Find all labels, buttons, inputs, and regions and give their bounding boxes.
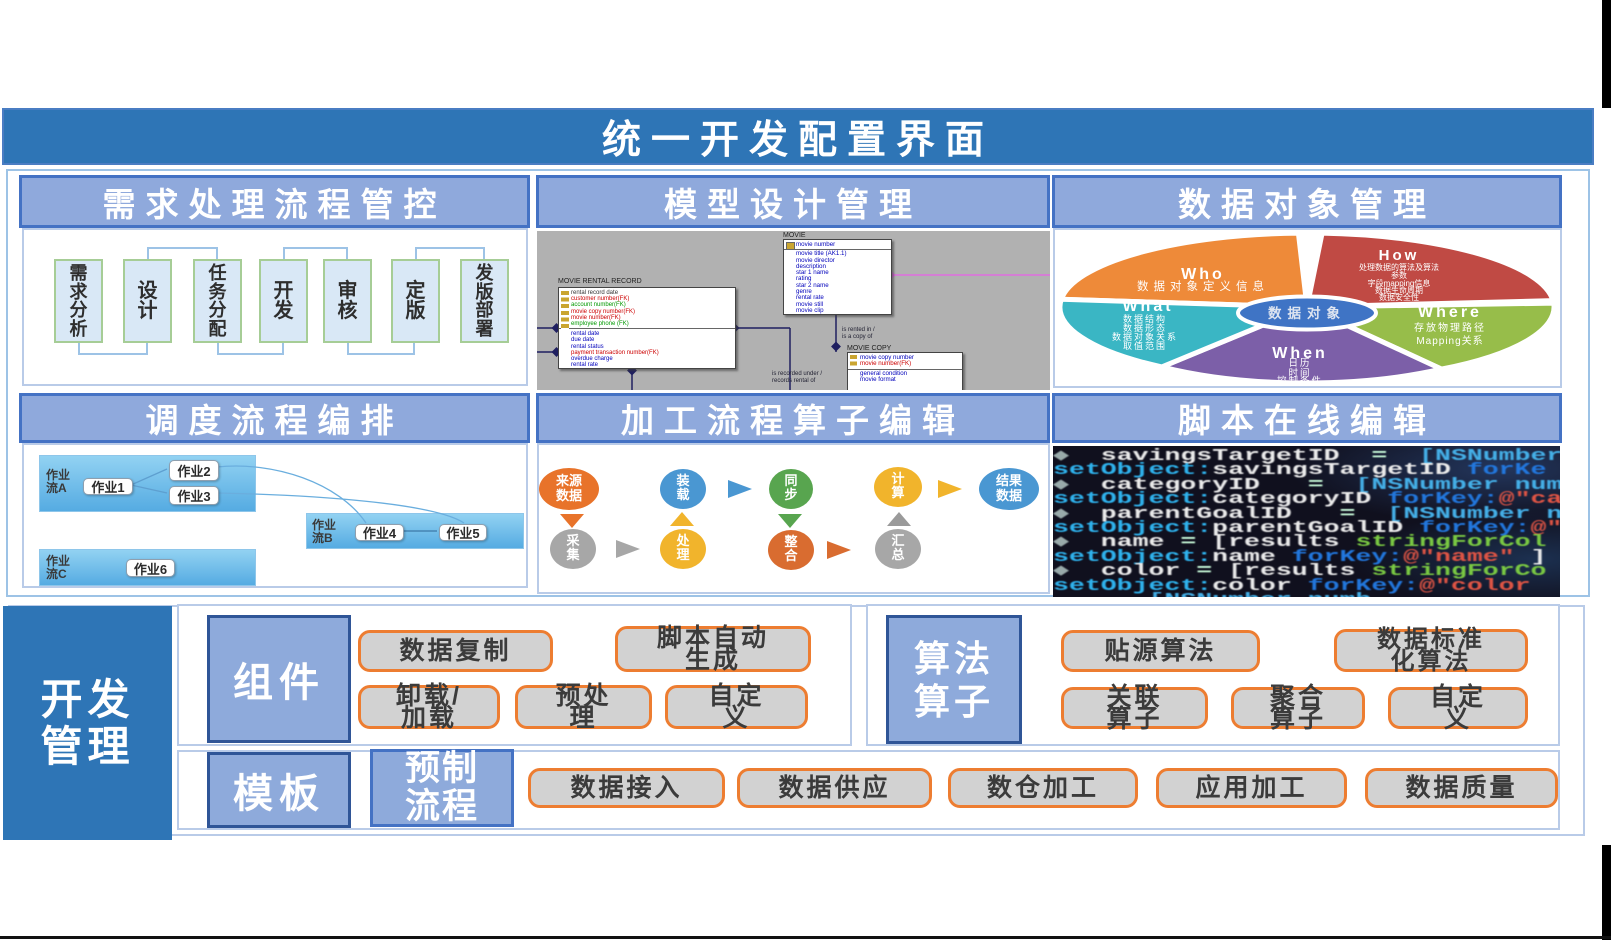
svg-text:时间: 时间 [1288, 367, 1311, 379]
svg-text:How: How [1379, 247, 1420, 264]
svg-text:载: 载 [676, 487, 689, 502]
svg-text:数据对象关系: 数据对象关系 [1112, 331, 1178, 342]
svg-text:数据: 数据 [556, 488, 582, 503]
svg-text:合: 合 [784, 548, 798, 563]
svg-text:计: 计 [891, 471, 904, 486]
svg-text:数据对象: 数据对象 [1268, 305, 1346, 321]
svg-text:records rental of: records rental of [772, 378, 816, 384]
svg-text:数据: 数据 [996, 488, 1022, 503]
svg-text:is a copy of: is a copy of [842, 334, 873, 340]
svg-text:理: 理 [676, 547, 689, 562]
svg-text:Where: Where [1418, 304, 1482, 321]
svg-text:参数: 参数 [1391, 270, 1407, 280]
svg-text:日历: 日历 [1288, 358, 1311, 369]
svg-text:集: 集 [565, 547, 580, 562]
svg-text:总: 总 [891, 547, 904, 562]
svg-text:Who: Who [1181, 266, 1225, 283]
svg-text:取值范围: 取值范围 [1123, 340, 1167, 351]
svg-text:数据生命周期: 数据生命周期 [1375, 285, 1423, 295]
svg-text:数据形态: 数据形态 [1123, 322, 1167, 333]
svg-text:数据结构: 数据结构 [1123, 313, 1167, 324]
svg-text:What: What [1122, 298, 1173, 315]
svg-text:When: When [1272, 345, 1328, 362]
svg-text:控制条件: 控制条件 [1277, 375, 1323, 387]
svg-text:算: 算 [891, 485, 904, 500]
svg-text:采: 采 [565, 533, 580, 548]
svg-text:同: 同 [784, 473, 797, 488]
svg-text:数据安全性: 数据安全性 [1379, 292, 1419, 302]
svg-text:步: 步 [784, 487, 797, 502]
svg-text:字段mapping信息: 字段mapping信息 [1368, 278, 1431, 288]
svg-text:is recorded under /: is recorded under / [772, 371, 822, 377]
svg-text:来源: 来源 [555, 473, 582, 488]
svg-text:存放物理路径: 存放物理路径 [1414, 321, 1486, 334]
svg-text:处: 处 [675, 533, 690, 548]
svg-text:整: 整 [783, 534, 798, 549]
svg-text:结果: 结果 [996, 473, 1022, 488]
svg-text:装: 装 [675, 473, 689, 488]
svg-text:汇: 汇 [891, 533, 904, 548]
svg-text:处理数据的算法及算法: 处理数据的算法及算法 [1359, 262, 1439, 272]
svg-text:is rented in /: is rented in / [842, 327, 875, 333]
svg-text:Mapping关系: Mapping关系 [1416, 334, 1483, 347]
svg-text:数据对象定义信息: 数据对象定义信息 [1137, 279, 1269, 293]
